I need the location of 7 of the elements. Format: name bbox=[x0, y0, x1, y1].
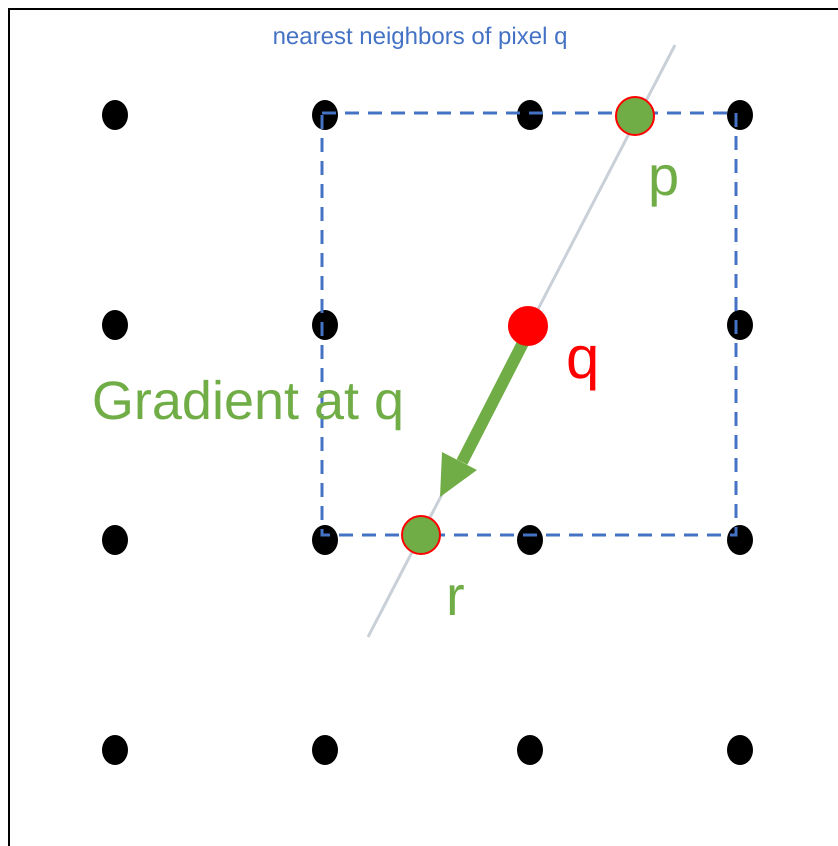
sample-point bbox=[615, 96, 655, 136]
neighbors-note: nearest neighbors of pixel q bbox=[272, 22, 568, 52]
sample-point bbox=[508, 306, 548, 346]
point-label: q bbox=[566, 328, 600, 388]
point-label: r bbox=[446, 568, 465, 624]
sample-point bbox=[401, 515, 441, 555]
gradient-label: Gradient at q bbox=[90, 370, 406, 433]
